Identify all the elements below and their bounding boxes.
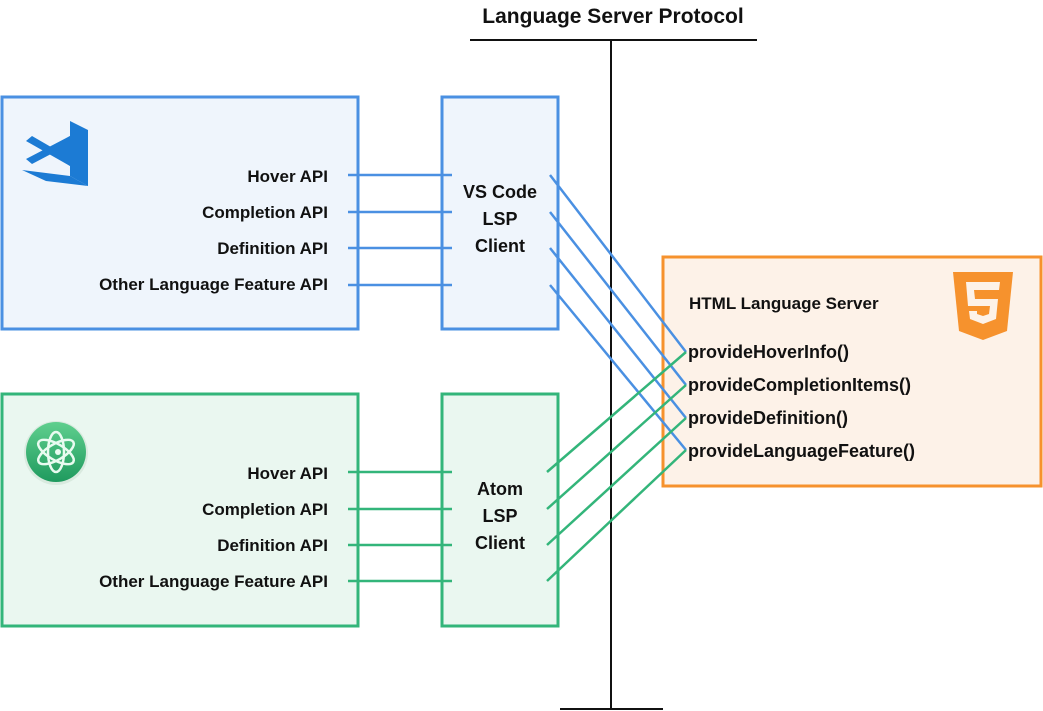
- vscode-client-label-1: VS Code: [463, 182, 537, 202]
- vscode-to-server-connector: [549, 211, 687, 386]
- vscode-client-label-2: LSP: [482, 209, 517, 229]
- atom-api-other: Other Language Feature API: [99, 572, 328, 591]
- vscode-lsp-client-box: VS Code LSP Client: [440, 95, 560, 331]
- html5-logo-icon: [953, 272, 1013, 340]
- atom-lsp-client-box: Atom LSP Client: [440, 392, 560, 628]
- connectors: [348, 173, 687, 583]
- server-method-definition: provideDefinition(): [688, 408, 848, 428]
- atom-api-completion: Completion API: [202, 500, 328, 519]
- atom-editor-box: Hover API Completion API Definition API …: [0, 392, 360, 628]
- html-language-server-box: HTML Language Server provideHoverInfo() …: [661, 255, 1043, 488]
- atom-to-server-connector: [546, 351, 687, 473]
- protocol-title: Language Server Protocol: [482, 5, 743, 28]
- vscode-api-hover: Hover API: [247, 167, 328, 186]
- vscode-client-label-3: Client: [475, 236, 525, 256]
- server-method-hover: provideHoverInfo(): [688, 342, 849, 362]
- server-title: HTML Language Server: [689, 294, 879, 313]
- vscode-api-other: Other Language Feature API: [99, 275, 328, 294]
- atom-client-label-2: LSP: [482, 506, 517, 526]
- atom-logo-icon: [24, 421, 88, 485]
- atom-client-label-3: Client: [475, 533, 525, 553]
- vscode-to-server-connector: [549, 174, 687, 353]
- vscode-logo-icon: [22, 121, 88, 186]
- atom-to-server-connector: [546, 384, 687, 510]
- atom-to-server-connector: [546, 417, 687, 546]
- vscode-api-completion: Completion API: [202, 203, 328, 222]
- vscode-to-server-connector: [549, 284, 687, 451]
- atom-api-hover: Hover API: [247, 464, 328, 483]
- vscode-api-definition: Definition API: [217, 239, 328, 258]
- server-method-language-feature: provideLanguageFeature(): [688, 441, 915, 461]
- server-method-completion: provideCompletionItems(): [688, 375, 911, 395]
- atom-api-definition: Definition API: [217, 536, 328, 555]
- atom-client-label-1: Atom: [477, 479, 523, 499]
- atom-to-server-connector: [546, 449, 687, 582]
- vscode-to-server-connector: [549, 247, 687, 419]
- vscode-editor-box: Hover API Completion API Definition API …: [0, 95, 360, 331]
